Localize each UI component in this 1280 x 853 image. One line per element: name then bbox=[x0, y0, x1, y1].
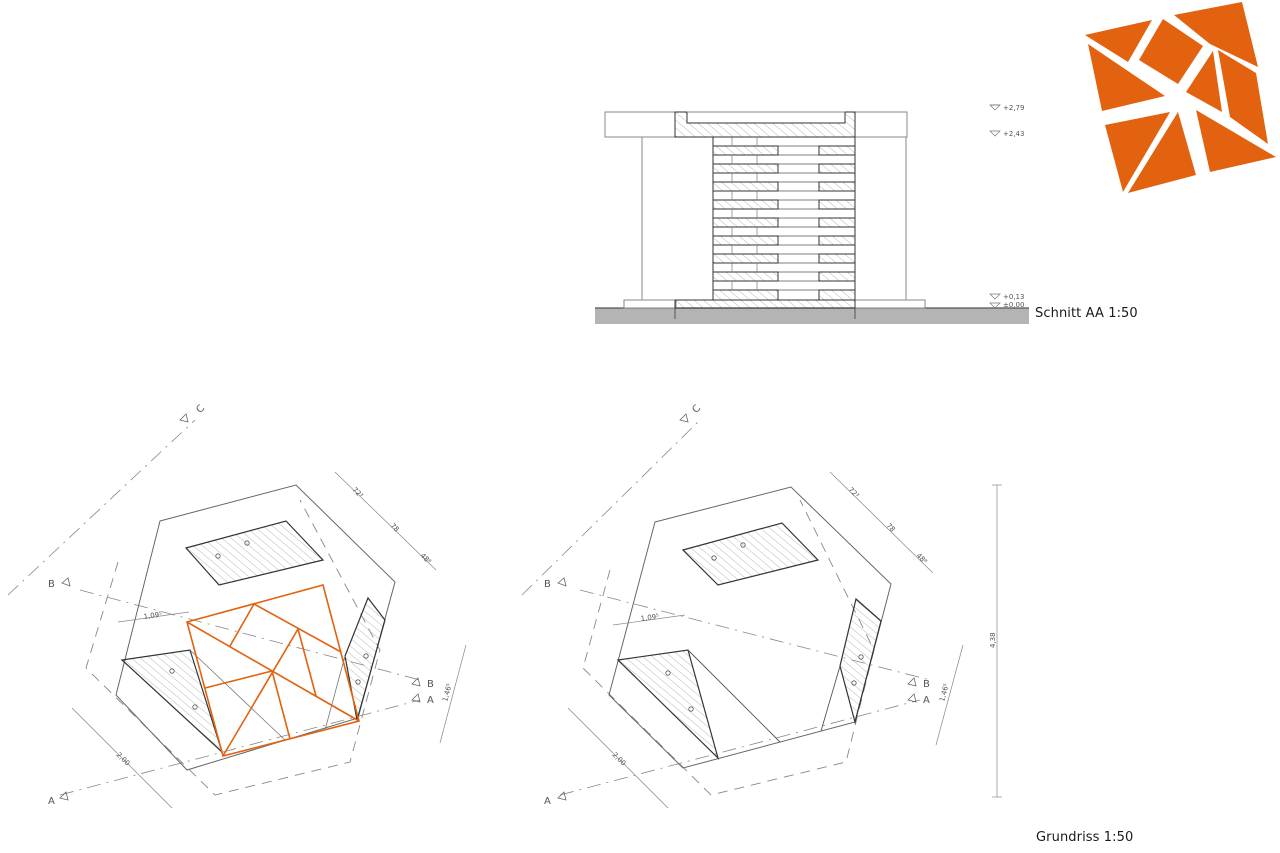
dim-label: 48⁸ bbox=[419, 552, 433, 566]
section-title: Schnitt AA 1:50 bbox=[1035, 306, 1138, 321]
section-mark-b: B bbox=[427, 679, 434, 690]
section-mark-c: C bbox=[194, 403, 207, 415]
section-mark-b: B bbox=[544, 579, 551, 590]
level-label: +2,79 bbox=[1003, 104, 1024, 112]
dim-label: 48⁸ bbox=[915, 552, 929, 566]
dim-label: 4,38 bbox=[989, 632, 997, 648]
tangram-logo-icon bbox=[1085, 2, 1276, 193]
section-aa-drawing bbox=[595, 104, 1029, 324]
dim-label: 1,09⁵ bbox=[143, 610, 163, 621]
section-mark-c: C bbox=[690, 403, 703, 415]
dim-label: 1,46⁵ bbox=[938, 682, 951, 702]
section-mark-a: A bbox=[544, 796, 551, 807]
section-mark-a: A bbox=[48, 796, 55, 807]
section-levels: +2,79 +2,43 +0,13 ±0,00 bbox=[1003, 104, 1024, 309]
dim-label: 78 bbox=[885, 522, 897, 534]
section-mark-a: A bbox=[923, 695, 930, 706]
ground-slab bbox=[595, 308, 1029, 324]
dim-label: 78 bbox=[389, 522, 401, 534]
section-mark-b: B bbox=[923, 679, 930, 690]
level-label: +2,43 bbox=[1003, 130, 1024, 138]
dim-label: 72³ bbox=[351, 486, 365, 500]
plan-left: C B B A A 72³ 78 48⁸ 1,09⁵ 2,00 1,46⁵ bbox=[7, 403, 467, 809]
dim-label: 72³ bbox=[847, 486, 861, 500]
section-mark-b: B bbox=[48, 579, 55, 590]
dim-label: 1,09⁵ bbox=[640, 612, 660, 623]
section-mark-a: A bbox=[427, 695, 434, 706]
plan-right: C B B A A 72³ 78 48⁸ 1,09⁵ 2,00 1,46⁵ 4,… bbox=[521, 403, 1002, 809]
level-label: ±0,00 bbox=[1003, 301, 1024, 309]
plan-title: Grundriss 1:50 bbox=[1036, 830, 1134, 845]
level-label: +0,13 bbox=[1003, 293, 1024, 301]
